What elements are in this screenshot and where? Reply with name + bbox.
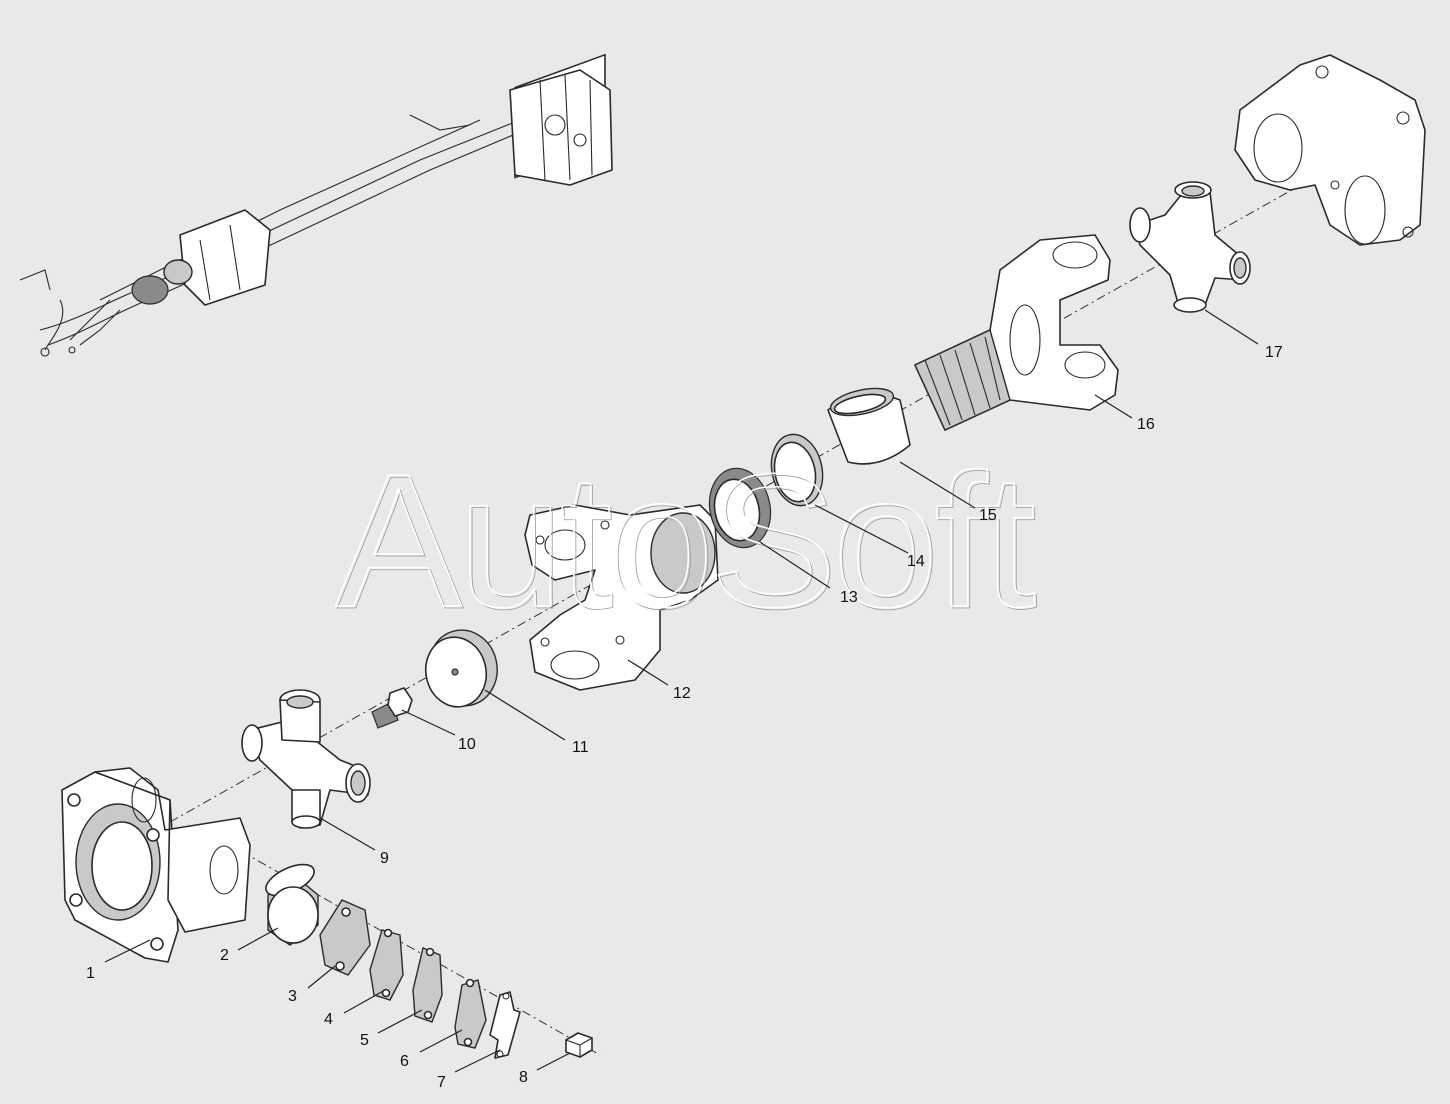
callout-12: 12 [673, 685, 691, 702]
callout-5: 5 [360, 1032, 369, 1049]
part-6-plate [454, 978, 487, 1049]
overview-drivetrain-thumbnail [19, 53, 613, 357]
part-7-locking-plate [489, 991, 521, 1059]
watermark: AutoSoft [335, 435, 1035, 647]
part-17-universal-joint-cross [1129, 181, 1251, 313]
mating-flange-outline [1234, 54, 1426, 246]
callout-17: 17 [1265, 344, 1283, 361]
part-16-splined-yoke [914, 234, 1119, 431]
part-8-bolt [565, 1032, 593, 1058]
callout-11: 11 [572, 739, 589, 756]
callout-15: 15 [979, 507, 997, 524]
part-3-plate [319, 899, 371, 976]
callout-14: 14 [907, 553, 925, 570]
callout-leaders [104, 309, 1259, 1073]
part-12-flange-yoke [524, 504, 719, 691]
callout-13: 13 [840, 589, 858, 606]
callout-7: 7 [437, 1074, 446, 1091]
part-13-seal-ring [708, 467, 772, 549]
part-2-bearing-cap [265, 863, 319, 946]
part-11-disc [424, 629, 498, 708]
part-5-plate [412, 947, 443, 1023]
callout-16: 16 [1137, 416, 1155, 433]
callout-9: 9 [380, 850, 389, 867]
callout-4: 4 [324, 1011, 333, 1028]
callout-8: 8 [519, 1069, 528, 1086]
part-1-flange-housing [61, 767, 251, 963]
callout-labels: 1 2 3 4 5 6 7 8 9 10 11 12 13 14 15 16 1… [86, 344, 1283, 1091]
callout-1: 1 [86, 965, 95, 982]
callout-3: 3 [288, 988, 297, 1005]
part-10-grease-fitting [371, 687, 413, 729]
part-14-thin-ring [770, 433, 824, 507]
callout-6: 6 [400, 1053, 409, 1070]
watermark-shadow: AutoSoft [337, 437, 1037, 649]
callout-2: 2 [220, 947, 229, 964]
part-15-sleeve [827, 387, 911, 465]
part-9-universal-joint-cross [241, 689, 371, 829]
callout-10: 10 [458, 736, 476, 753]
part-4-plate [369, 928, 404, 1001]
